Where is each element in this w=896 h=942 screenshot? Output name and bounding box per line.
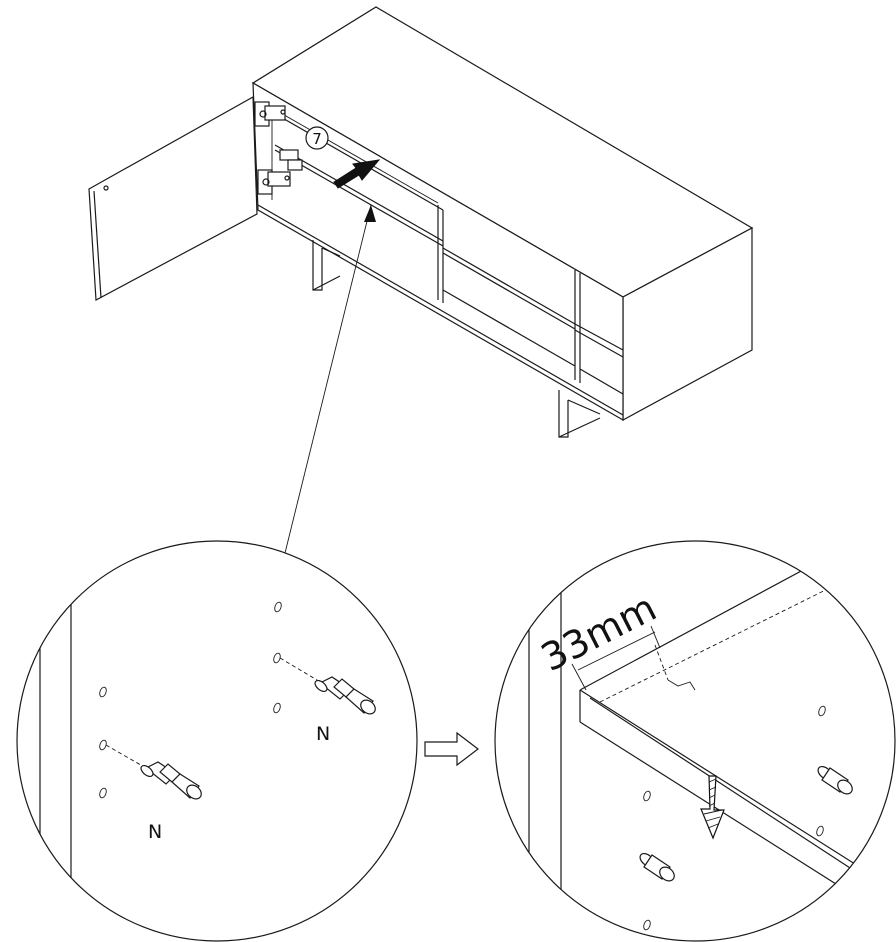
shelf-pin-icon — [314, 676, 376, 715]
part-label: N — [316, 723, 330, 745]
step-badge — [305, 126, 329, 150]
shelf-pin-icon — [140, 761, 202, 800]
detail-circle-right: 33mm — [494, 540, 896, 942]
down-arrow-icon — [700, 775, 725, 840]
callout-pointer — [284, 204, 372, 554]
part-label: N — [148, 821, 162, 843]
step-number: 7 — [312, 130, 322, 148]
detail-circle-left: N N — [16, 540, 418, 942]
shelf-pin-icon — [639, 852, 675, 882]
cabinet-illustration: 7 — [88, 6, 754, 554]
next-step-arrow-icon — [424, 731, 479, 767]
hinge-icon — [254, 101, 303, 195]
dimension-line — [577, 631, 656, 671]
shelf-pin-icon — [817, 765, 853, 795]
insert-arrow-icon — [333, 159, 381, 189]
